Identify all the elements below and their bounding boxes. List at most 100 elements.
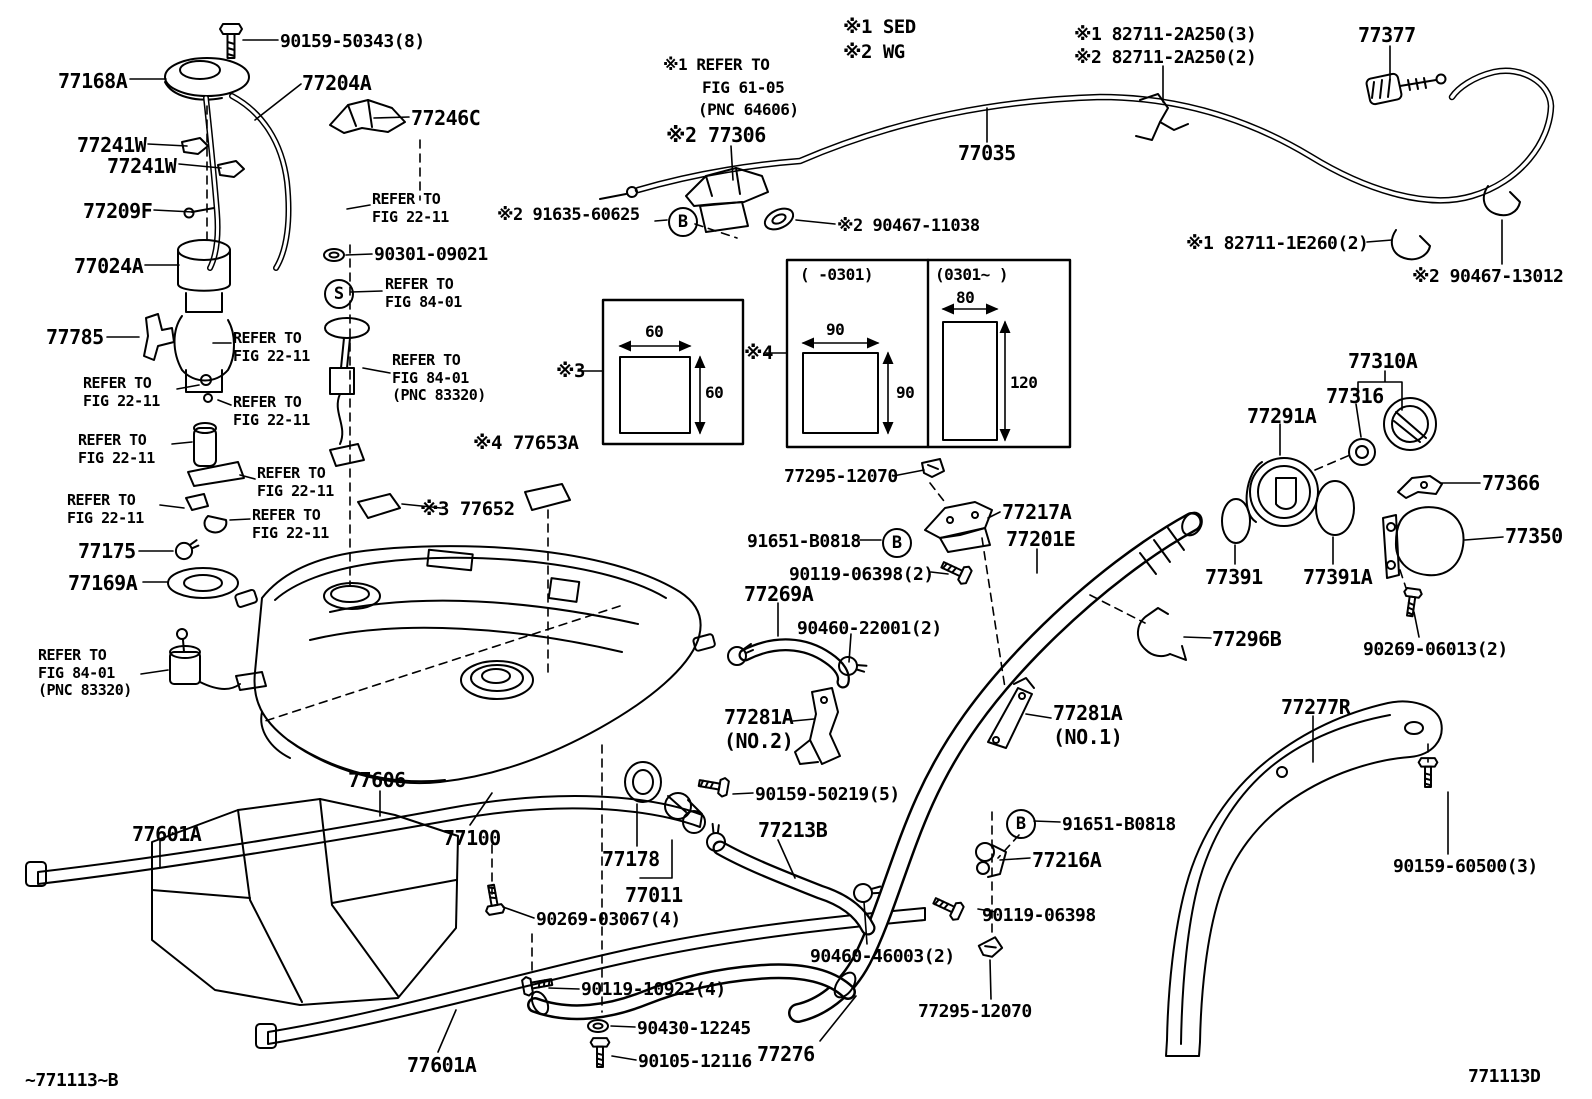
label-p77785: 77785 [46, 325, 104, 349]
label-p82711-2A250-1: ※1 82711-2A250(3) [1074, 24, 1257, 45]
label-p77316: 77316 [1326, 384, 1384, 408]
cable-bracket-drawing [686, 168, 796, 233]
label-ref-22-11-c: REFER TO FIG 22-11 [83, 374, 160, 410]
label-code-br: 771113D [1468, 1066, 1541, 1087]
circled-letter-B-1: B [668, 207, 698, 237]
label-p90460-46003: 90460-46003(2) [810, 946, 955, 967]
label-dim-60-h: 60 [705, 383, 724, 402]
label-p90119-06398-2: 90119-06398(2) [789, 564, 934, 585]
label-p77350: 77350 [1505, 524, 1563, 548]
label-p77100: 77100 [443, 826, 501, 850]
label-p77281A-no2: 77281A (NO.2) [724, 705, 794, 753]
label-p77652: ※3 77652 [420, 498, 515, 520]
filler-neck-parts-drawing [625, 762, 731, 833]
dimension-box-4 [787, 260, 1070, 447]
label-dim-90-h: 90 [896, 383, 915, 402]
label-p90119-10922: 90119-10922(4) [581, 979, 726, 1000]
label-ref-22-11-d: REFER TO FIG 22-11 [233, 393, 310, 429]
label-hdr-0301a: ( -0301) [800, 265, 874, 284]
label-p90430-12245: 90430-12245 [637, 1018, 751, 1039]
label-p90301-09021: 90301-09021 [374, 244, 488, 265]
label-p77296B: 77296B [1212, 627, 1282, 651]
label-ref-84-01-b: REFER TO FIG 84-01 (PNC 83320) [392, 351, 486, 405]
label-ref-22-11-e: REFER TO FIG 22-11 [78, 431, 155, 467]
hoses-drawing [529, 644, 884, 1017]
label-mark-4: ※4 [744, 342, 773, 364]
center-brackets-drawing [795, 458, 1186, 961]
label-ref-61-05-3: (PNC 64606) [698, 100, 799, 119]
label-p77310A: 77310A [1348, 349, 1418, 373]
label-p77295-top: 77295-12070 [784, 466, 898, 487]
label-dim-90-w: 90 [826, 320, 845, 339]
label-code-bl: ~771113~B [25, 1070, 119, 1091]
label-p90269-03067: 90269-03067(4) [536, 909, 681, 930]
circled-letter-S-0: S [324, 279, 354, 309]
label-ref-22-11-h: REFER TO FIG 22-11 [252, 506, 329, 542]
label-p77606: 77606 [348, 768, 406, 792]
label-p90467-13012: ※2 90467-13012 [1412, 266, 1564, 287]
label-p77277R: 77277R [1281, 695, 1351, 719]
label-p77011: 77011 [625, 883, 683, 907]
label-p91635-60625: ※2 91635-60625 [497, 205, 640, 225]
label-ref-84-01-a: REFER TO FIG 84-01 [385, 275, 462, 311]
label-p77306: ※2 77306 [666, 123, 766, 147]
label-ref-61-05-1: ※1 REFER TO [663, 55, 770, 74]
label-p77175: 77175 [78, 539, 136, 563]
label-p77295-bot: 77295-12070 [918, 1001, 1032, 1022]
label-p77601A-1: 77601A [132, 822, 202, 846]
label-ref-22-11-f: REFER TO FIG 22-11 [257, 464, 334, 500]
label-p77366: 77366 [1482, 471, 1540, 495]
label-p77035: 77035 [958, 141, 1016, 165]
protector-drawing [1166, 702, 1442, 1056]
leader-lines [107, 40, 1503, 1060]
label-p77276: 77276 [757, 1042, 815, 1066]
label-p77281A-no1: 77281A (NO.1) [1053, 701, 1123, 749]
label-p77246C: 77246C [411, 106, 481, 130]
label-p90159-50343: 90159-50343(8) [280, 31, 425, 52]
label-p82711-1E260: ※1 82711-1E260(2) [1186, 233, 1369, 254]
label-p77377: 77377 [1358, 23, 1416, 47]
label-p90269-06013: 90269-06013(2) [1363, 639, 1508, 660]
label-p90119-06398-1: 90119-06398 [982, 905, 1096, 926]
dashed-lines [207, 106, 1428, 1012]
label-ref-84-01-c: REFER TO FIG 84-01 (PNC 83320) [38, 646, 132, 700]
label-p77168A: 77168A [58, 69, 128, 93]
label-p91651-top: 91651-B0818 [747, 531, 861, 552]
label-p91651-bot: 91651-B0818 [1062, 814, 1176, 835]
pump-assembly-drawing [144, 23, 570, 690]
label-ref-22-11-a: REFER TO FIG 22-11 [372, 190, 449, 226]
label-p77201E: 77201E [1006, 527, 1076, 551]
fuel-tank-drawing [235, 546, 716, 783]
label-dim-120-h: 120 [1010, 373, 1038, 392]
label-p77216A: 77216A [1032, 848, 1102, 872]
label-p77169A: 77169A [68, 571, 138, 595]
label-ref-22-11-g: REFER TO FIG 22-11 [67, 491, 144, 527]
label-p90460-22001: 90460-22001(2) [797, 618, 942, 639]
label-p77291A: 77291A [1247, 404, 1317, 428]
label-p77391A: 77391A [1303, 565, 1373, 589]
label-note-sed: ※1 SED [843, 16, 916, 38]
label-p90467-11038: ※2 90467-11038 [837, 216, 980, 236]
label-p77178: 77178 [602, 847, 660, 871]
label-dim-80-w: 80 [956, 288, 975, 307]
label-p90159-60500: 90159-60500(3) [1393, 856, 1538, 877]
tank-shield-drawing [152, 799, 458, 1005]
circled-letter-B-2: B [882, 528, 912, 558]
cable-clamps-drawing [330, 94, 1520, 259]
label-p77241W-2: 77241W [107, 154, 177, 178]
label-p77269A: 77269A [744, 582, 814, 606]
label-ref-61-05-2: FIG 61-05 [702, 78, 785, 97]
label-p77391: 77391 [1205, 565, 1263, 589]
label-p77209F: 77209F [83, 199, 153, 223]
label-p77653A: ※4 77653A [473, 432, 579, 454]
label-note-wg: ※2 WG [843, 41, 905, 63]
label-p77217A: 77217A [1002, 500, 1072, 524]
label-p77024A: 77024A [74, 254, 144, 278]
label-p90105-12116: 90105-12116 [638, 1051, 752, 1072]
circled-letter-B-3: B [1006, 809, 1036, 839]
dimension-box-3 [603, 300, 743, 444]
label-mark-3: ※3 [556, 360, 585, 382]
